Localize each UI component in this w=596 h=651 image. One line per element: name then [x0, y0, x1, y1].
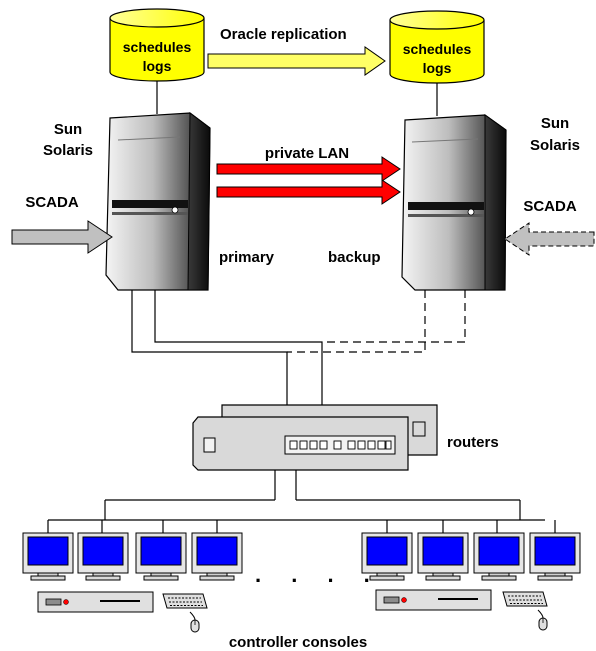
solaris-label: Solaris — [530, 137, 580, 154]
backup-label: backup — [328, 249, 381, 266]
server-tower-icon — [105, 112, 211, 291]
database-label-1: schedules — [123, 39, 192, 55]
mouse-icon — [189, 611, 200, 633]
database-label-2: logs — [423, 60, 452, 76]
sun-label: Sun — [54, 121, 82, 138]
console-links — [47, 470, 556, 533]
router-icon — [192, 416, 409, 471]
private-lan-label: private LAN — [265, 145, 349, 162]
scada-label: SCADA — [523, 198, 577, 215]
primary-label: primary — [219, 249, 275, 266]
solaris-label: Solaris — [43, 142, 93, 159]
database-icon: schedules logs — [389, 10, 485, 84]
computer-box-icon — [37, 591, 154, 613]
scada-label: SCADA — [25, 194, 79, 211]
mouse-icon — [537, 609, 548, 631]
replication-arrow — [207, 46, 386, 76]
keyboard-icon — [502, 591, 548, 607]
network-links — [131, 290, 323, 412]
database-label-1: schedules — [403, 41, 472, 57]
database-label-2: logs — [143, 58, 172, 74]
keyboard-icon — [162, 593, 208, 609]
private-lan-arrow — [216, 156, 401, 182]
monitor-icon — [22, 532, 74, 581]
monitor-icon — [417, 532, 469, 581]
scada-arrow — [504, 222, 595, 256]
backup-network-links — [287, 290, 466, 353]
monitor-icon — [77, 532, 129, 581]
computer-box-icon — [375, 589, 492, 611]
scada-arrow — [11, 220, 113, 254]
oracle-replication-label: Oracle replication — [220, 26, 347, 43]
database-icon: schedules logs — [109, 8, 205, 82]
ellipsis-label: . . . . — [255, 562, 382, 587]
monitor-icon — [135, 532, 187, 581]
server-tower-icon — [401, 114, 507, 291]
sun-label: Sun — [541, 115, 569, 132]
controller-consoles-label: controller consoles — [229, 634, 367, 651]
routers-label: routers — [447, 434, 499, 451]
monitor-icon — [473, 532, 525, 581]
monitor-icon — [191, 532, 243, 581]
private-lan-arrow — [216, 179, 401, 205]
monitor-icon — [529, 532, 581, 581]
